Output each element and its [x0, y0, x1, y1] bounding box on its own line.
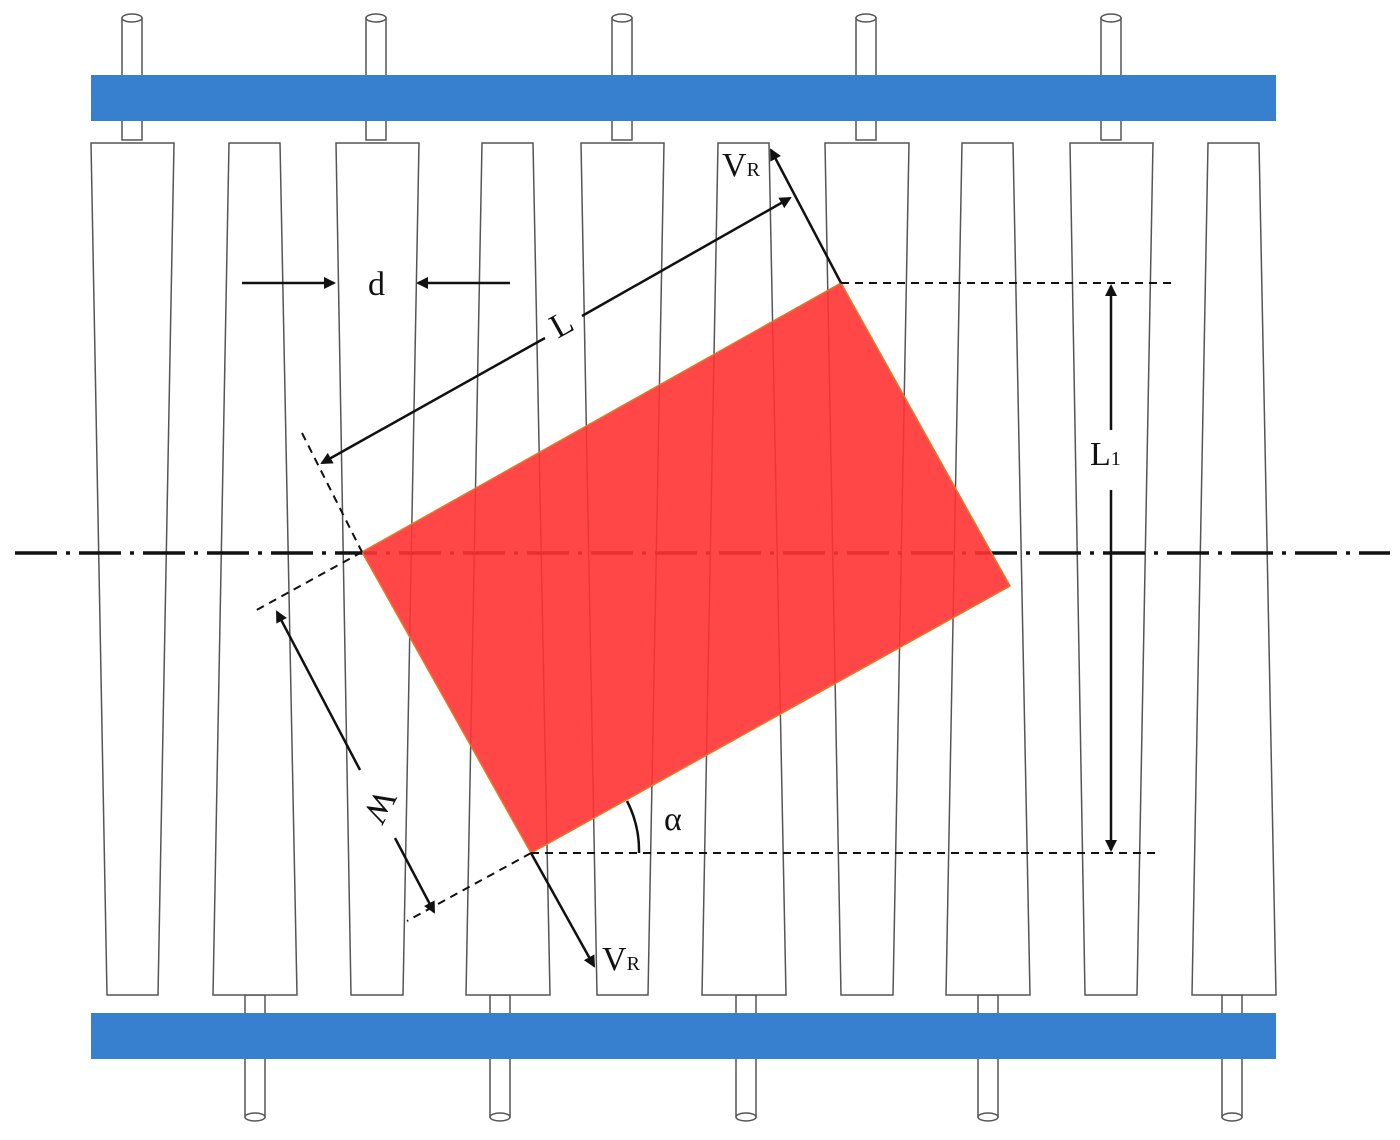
alpha-arc	[625, 800, 641, 854]
vr-bottom-arrow	[529, 852, 596, 968]
vr-bottom-label-sub: R	[627, 953, 641, 975]
w-dimension-upper	[275, 610, 362, 771]
vr-bottom-label: VR	[602, 941, 641, 978]
l-label: L	[544, 303, 580, 345]
dimension-arrows	[242, 148, 1117, 968]
l-dimension-lower	[320, 336, 546, 465]
top-rail	[91, 75, 1276, 121]
vr-bottom-label-main: V	[602, 941, 627, 978]
roller-2	[212, 142, 298, 996]
vr-top-label: VR	[722, 147, 761, 184]
plate	[360, 281, 1012, 855]
bottom-rail	[91, 1013, 1276, 1059]
l1-label-main: L	[1090, 436, 1111, 473]
roller-1	[90, 142, 175, 996]
roller-10	[1191, 142, 1277, 996]
l1-label: L1	[1090, 436, 1121, 473]
vr-top-label-main: V	[722, 147, 747, 184]
w-dimension-lower	[393, 837, 436, 914]
w-top-extension-line	[252, 551, 363, 613]
vr-top-label-sub: R	[747, 159, 761, 181]
l-dimension-upper	[581, 196, 792, 318]
d-label: d	[368, 266, 385, 303]
l1-label-sub: 1	[1111, 448, 1121, 470]
vr-top-arrow	[769, 148, 843, 284]
alpha-label: α	[664, 801, 682, 838]
